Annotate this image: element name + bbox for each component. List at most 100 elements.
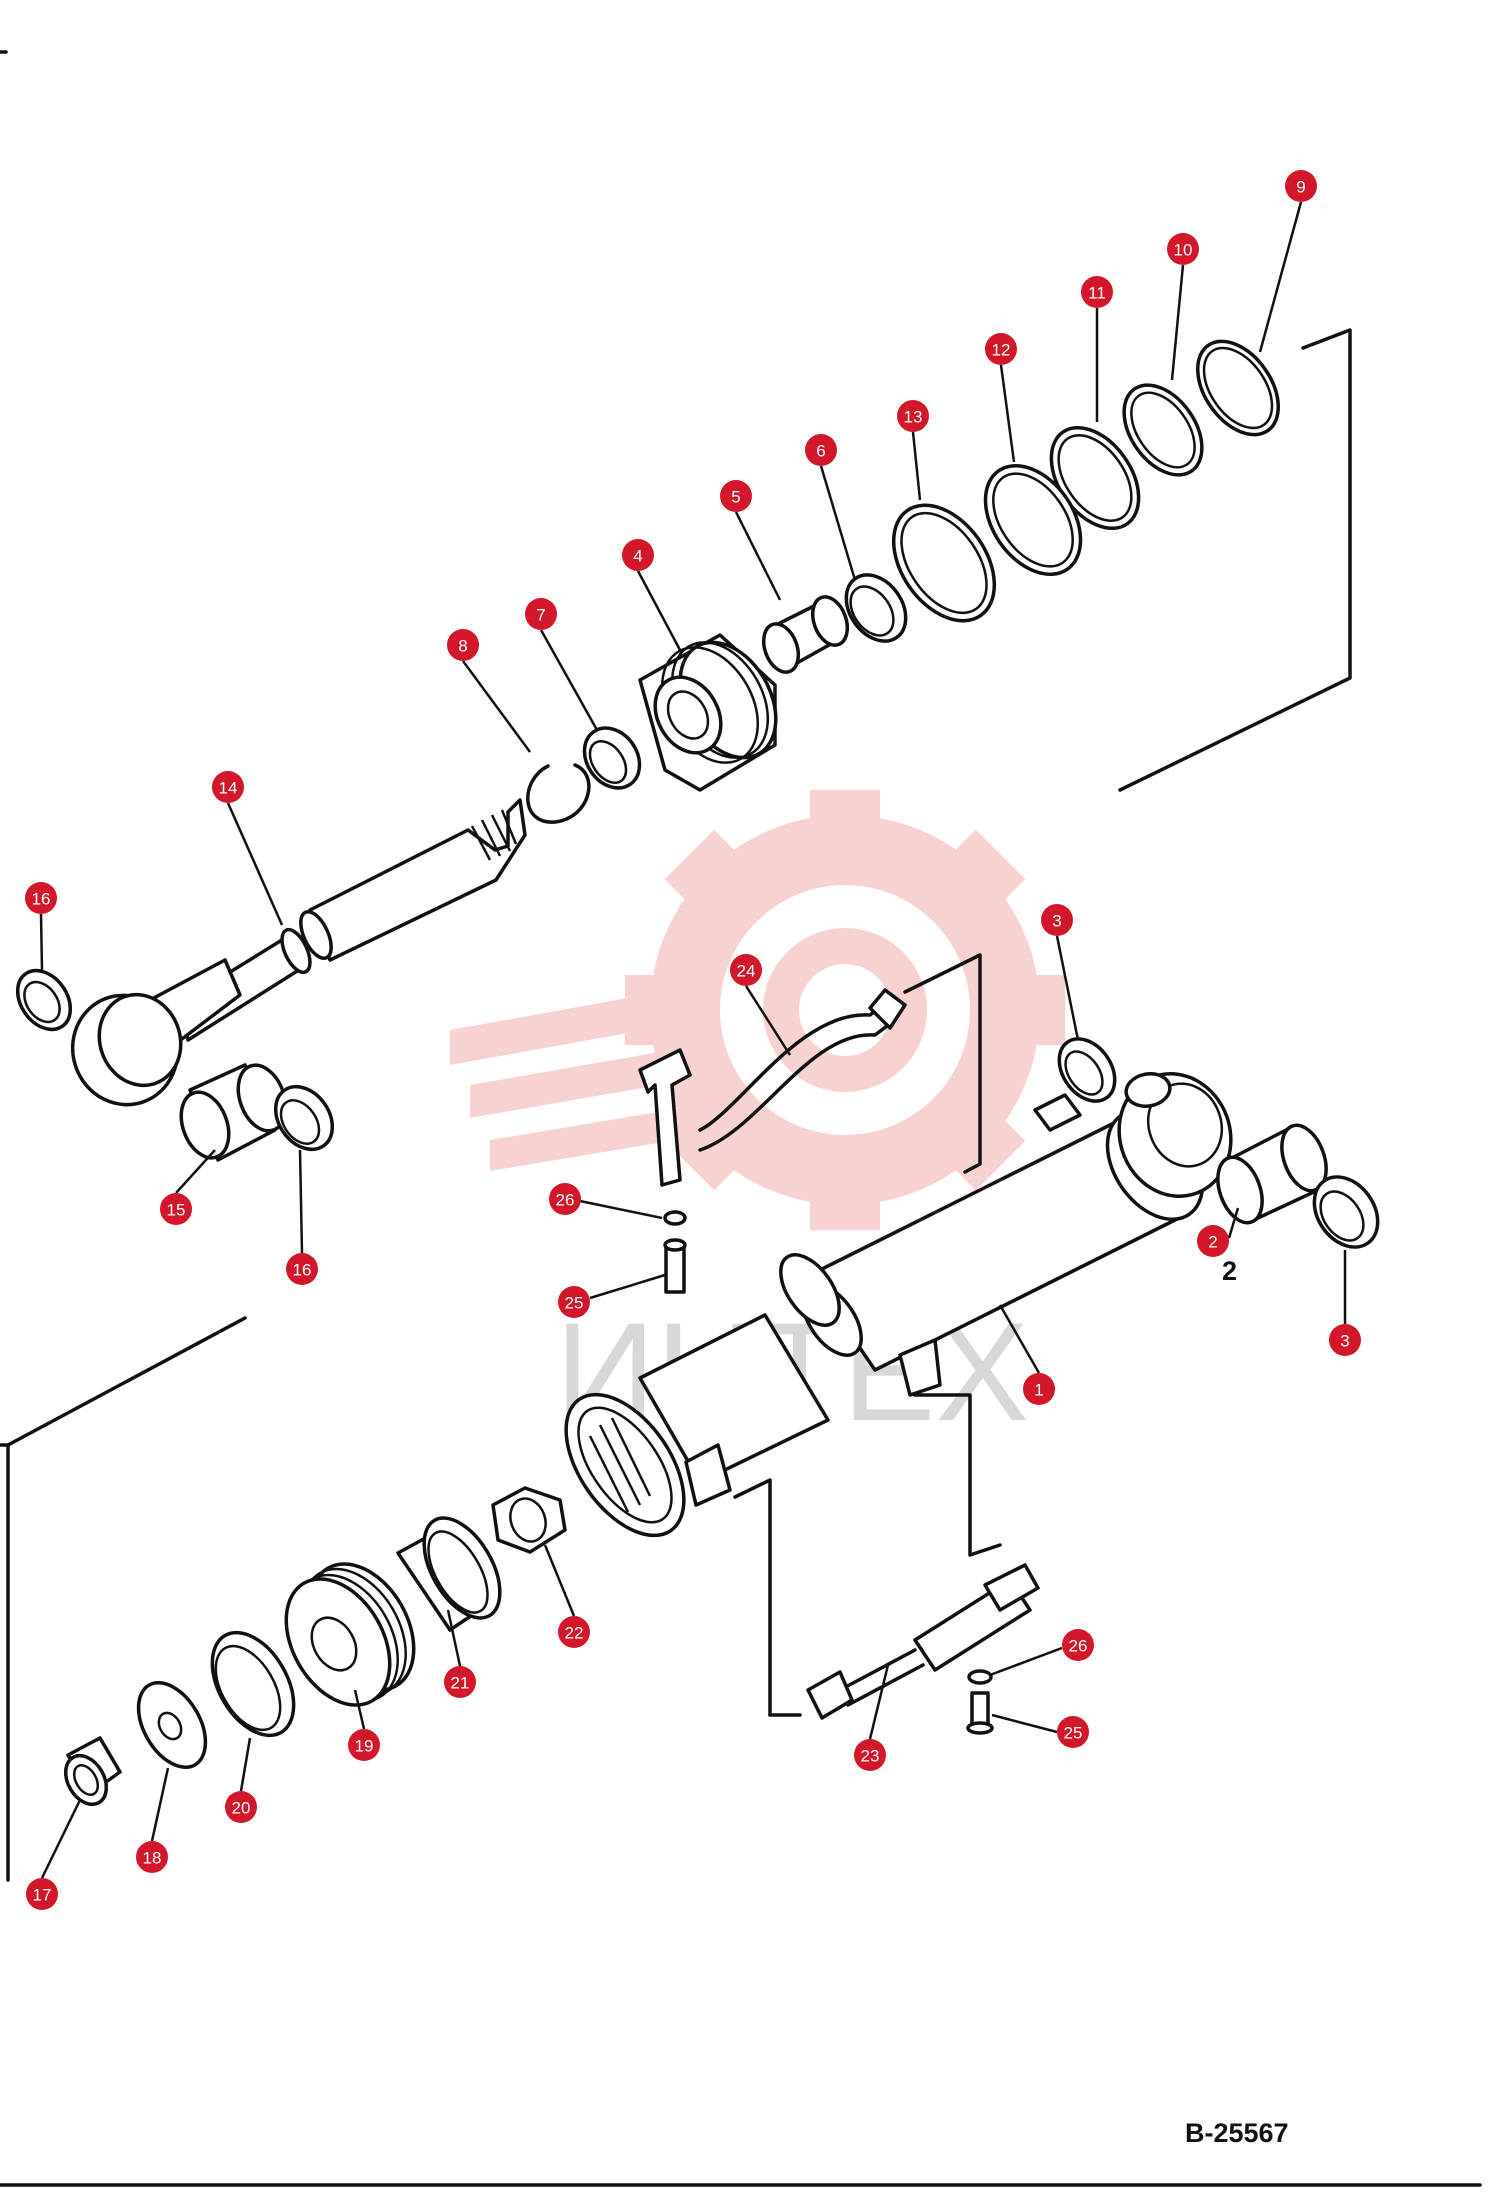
part-marker-circle	[525, 598, 557, 630]
part-marker-circle	[1081, 276, 1113, 308]
part-marker-circle	[549, 1183, 581, 1215]
part-marker-number: 21	[451, 1674, 470, 1693]
part-marker-9[interactable]: 9	[1285, 170, 1317, 202]
part-marker-number: 3	[1052, 912, 1061, 931]
nut-22	[491, 1486, 567, 1554]
part-marker-number: 18	[143, 1849, 162, 1868]
part-marker-4[interactable]: 4	[622, 539, 654, 571]
part-marker-17[interactable]: 17	[26, 1878, 58, 1910]
part-marker-7[interactable]: 7	[525, 598, 557, 630]
snap-ring-8	[526, 763, 591, 824]
part-marker-number: 17	[33, 1886, 52, 1905]
part-marker-circle	[1041, 904, 1073, 936]
part-marker-24[interactable]: 24	[730, 954, 762, 986]
part-marker-circle	[854, 1739, 886, 1771]
part-marker-circle	[25, 882, 57, 914]
part-marker-circle	[1329, 1324, 1361, 1356]
rod-head-4	[638, 633, 778, 792]
part-marker-1[interactable]: 1	[1023, 1373, 1055, 1405]
part-marker-circle	[444, 1666, 476, 1698]
part-marker-circle	[348, 1729, 380, 1761]
nut-17	[63, 1736, 122, 1806]
part-marker-number: 24	[737, 962, 756, 981]
part-marker-25[interactable]: 25	[558, 1286, 590, 1318]
part-marker-number: 26	[1069, 1637, 1088, 1656]
seal-ring-10	[1122, 383, 1204, 477]
part-marker-number: 6	[816, 442, 825, 461]
part-marker-circle	[730, 954, 762, 986]
part-label-2-plain: 2	[1222, 1256, 1237, 1286]
part-marker-number: 13	[904, 408, 923, 427]
part-marker-16[interactable]: 16	[286, 1253, 318, 1285]
part-marker-number: 15	[167, 1201, 186, 1220]
part-marker-13[interactable]: 13	[897, 400, 929, 432]
seal-ring-11	[1049, 425, 1141, 531]
drawing-code: B-25567	[1185, 2118, 1289, 2148]
part-marker-19[interactable]: 19	[348, 1729, 380, 1761]
part-marker-circle	[558, 1616, 590, 1648]
part-marker-26[interactable]: 26	[1062, 1629, 1094, 1661]
part-marker-number: 12	[992, 341, 1011, 360]
part-marker-number: 7	[536, 606, 545, 625]
part-marker-3[interactable]: 3	[1329, 1324, 1361, 1356]
seal-ring-13	[891, 503, 997, 623]
part-marker-number: 1	[1034, 1381, 1043, 1400]
part-marker-number: 16	[293, 1261, 312, 1280]
part-marker-3[interactable]: 3	[1041, 904, 1073, 936]
seal-ring-12	[983, 464, 1083, 576]
part-marker-11[interactable]: 11	[1081, 276, 1113, 308]
pipe-23	[806, 1563, 1040, 1735]
part-marker-12[interactable]: 12	[985, 333, 1017, 365]
part-marker-5[interactable]: 5	[720, 480, 752, 512]
part-marker-23[interactable]: 23	[854, 1739, 886, 1771]
part-marker-circle	[26, 1878, 58, 1910]
part-marker-number: 2	[1208, 1233, 1217, 1252]
part-marker-6[interactable]: 6	[805, 434, 837, 466]
part-marker-circle	[212, 771, 244, 803]
part-marker-circle	[622, 539, 654, 571]
part-marker-14[interactable]: 14	[212, 771, 244, 803]
part-marker-22[interactable]: 22	[558, 1616, 590, 1648]
cylinder-tube-1	[564, 1072, 1233, 1538]
part-marker-circle	[1285, 170, 1317, 202]
part-marker-circle	[1023, 1373, 1055, 1405]
part-marker-10[interactable]: 10	[1167, 233, 1199, 265]
part-marker-circle	[985, 333, 1017, 365]
part-marker-circle	[1062, 1629, 1094, 1661]
part-marker-2[interactable]: 2	[1197, 1225, 1229, 1257]
part-marker-number: 11	[1088, 284, 1106, 303]
piston-rod-14	[70, 798, 527, 1107]
part-marker-circle	[720, 480, 752, 512]
part-marker-16[interactable]: 16	[25, 882, 57, 914]
part-marker-circle	[160, 1193, 192, 1225]
assembly-boundary-lines	[0, 50, 1482, 2187]
part-marker-circle	[225, 1791, 257, 1823]
part-marker-circle	[286, 1253, 318, 1285]
part-marker-20[interactable]: 20	[225, 1791, 257, 1823]
part-marker-number: 22	[565, 1624, 584, 1643]
part-marker-circle	[136, 1841, 168, 1873]
part-marker-number: 9	[1296, 178, 1305, 197]
part-marker-circle	[1057, 1716, 1089, 1748]
part-marker-25[interactable]: 25	[1057, 1716, 1089, 1748]
pipe-24	[638, 988, 907, 1294]
bushing-15	[179, 1063, 288, 1162]
watermark-gear-logo	[450, 790, 1065, 1230]
part-marker-15[interactable]: 15	[160, 1193, 192, 1225]
part-marker-number: 25	[1064, 1724, 1083, 1743]
part-marker-26[interactable]: 26	[549, 1183, 581, 1215]
leader-lines	[39, 201, 1347, 1879]
bushing-5	[761, 595, 850, 674]
piston-19	[284, 1562, 416, 1707]
piston-ring-21	[396, 1516, 502, 1632]
part-marker-number: 25	[565, 1294, 584, 1313]
seal-ring-9	[1195, 339, 1281, 437]
part-marker-circle	[1197, 1225, 1229, 1257]
part-marker-18[interactable]: 18	[136, 1841, 168, 1873]
part-marker-circle	[897, 400, 929, 432]
part-marker-8[interactable]: 8	[447, 629, 479, 661]
part-marker-number: 26	[556, 1191, 575, 1210]
part-marker-21[interactable]: 21	[444, 1666, 476, 1698]
part-marker-number: 23	[861, 1747, 880, 1766]
